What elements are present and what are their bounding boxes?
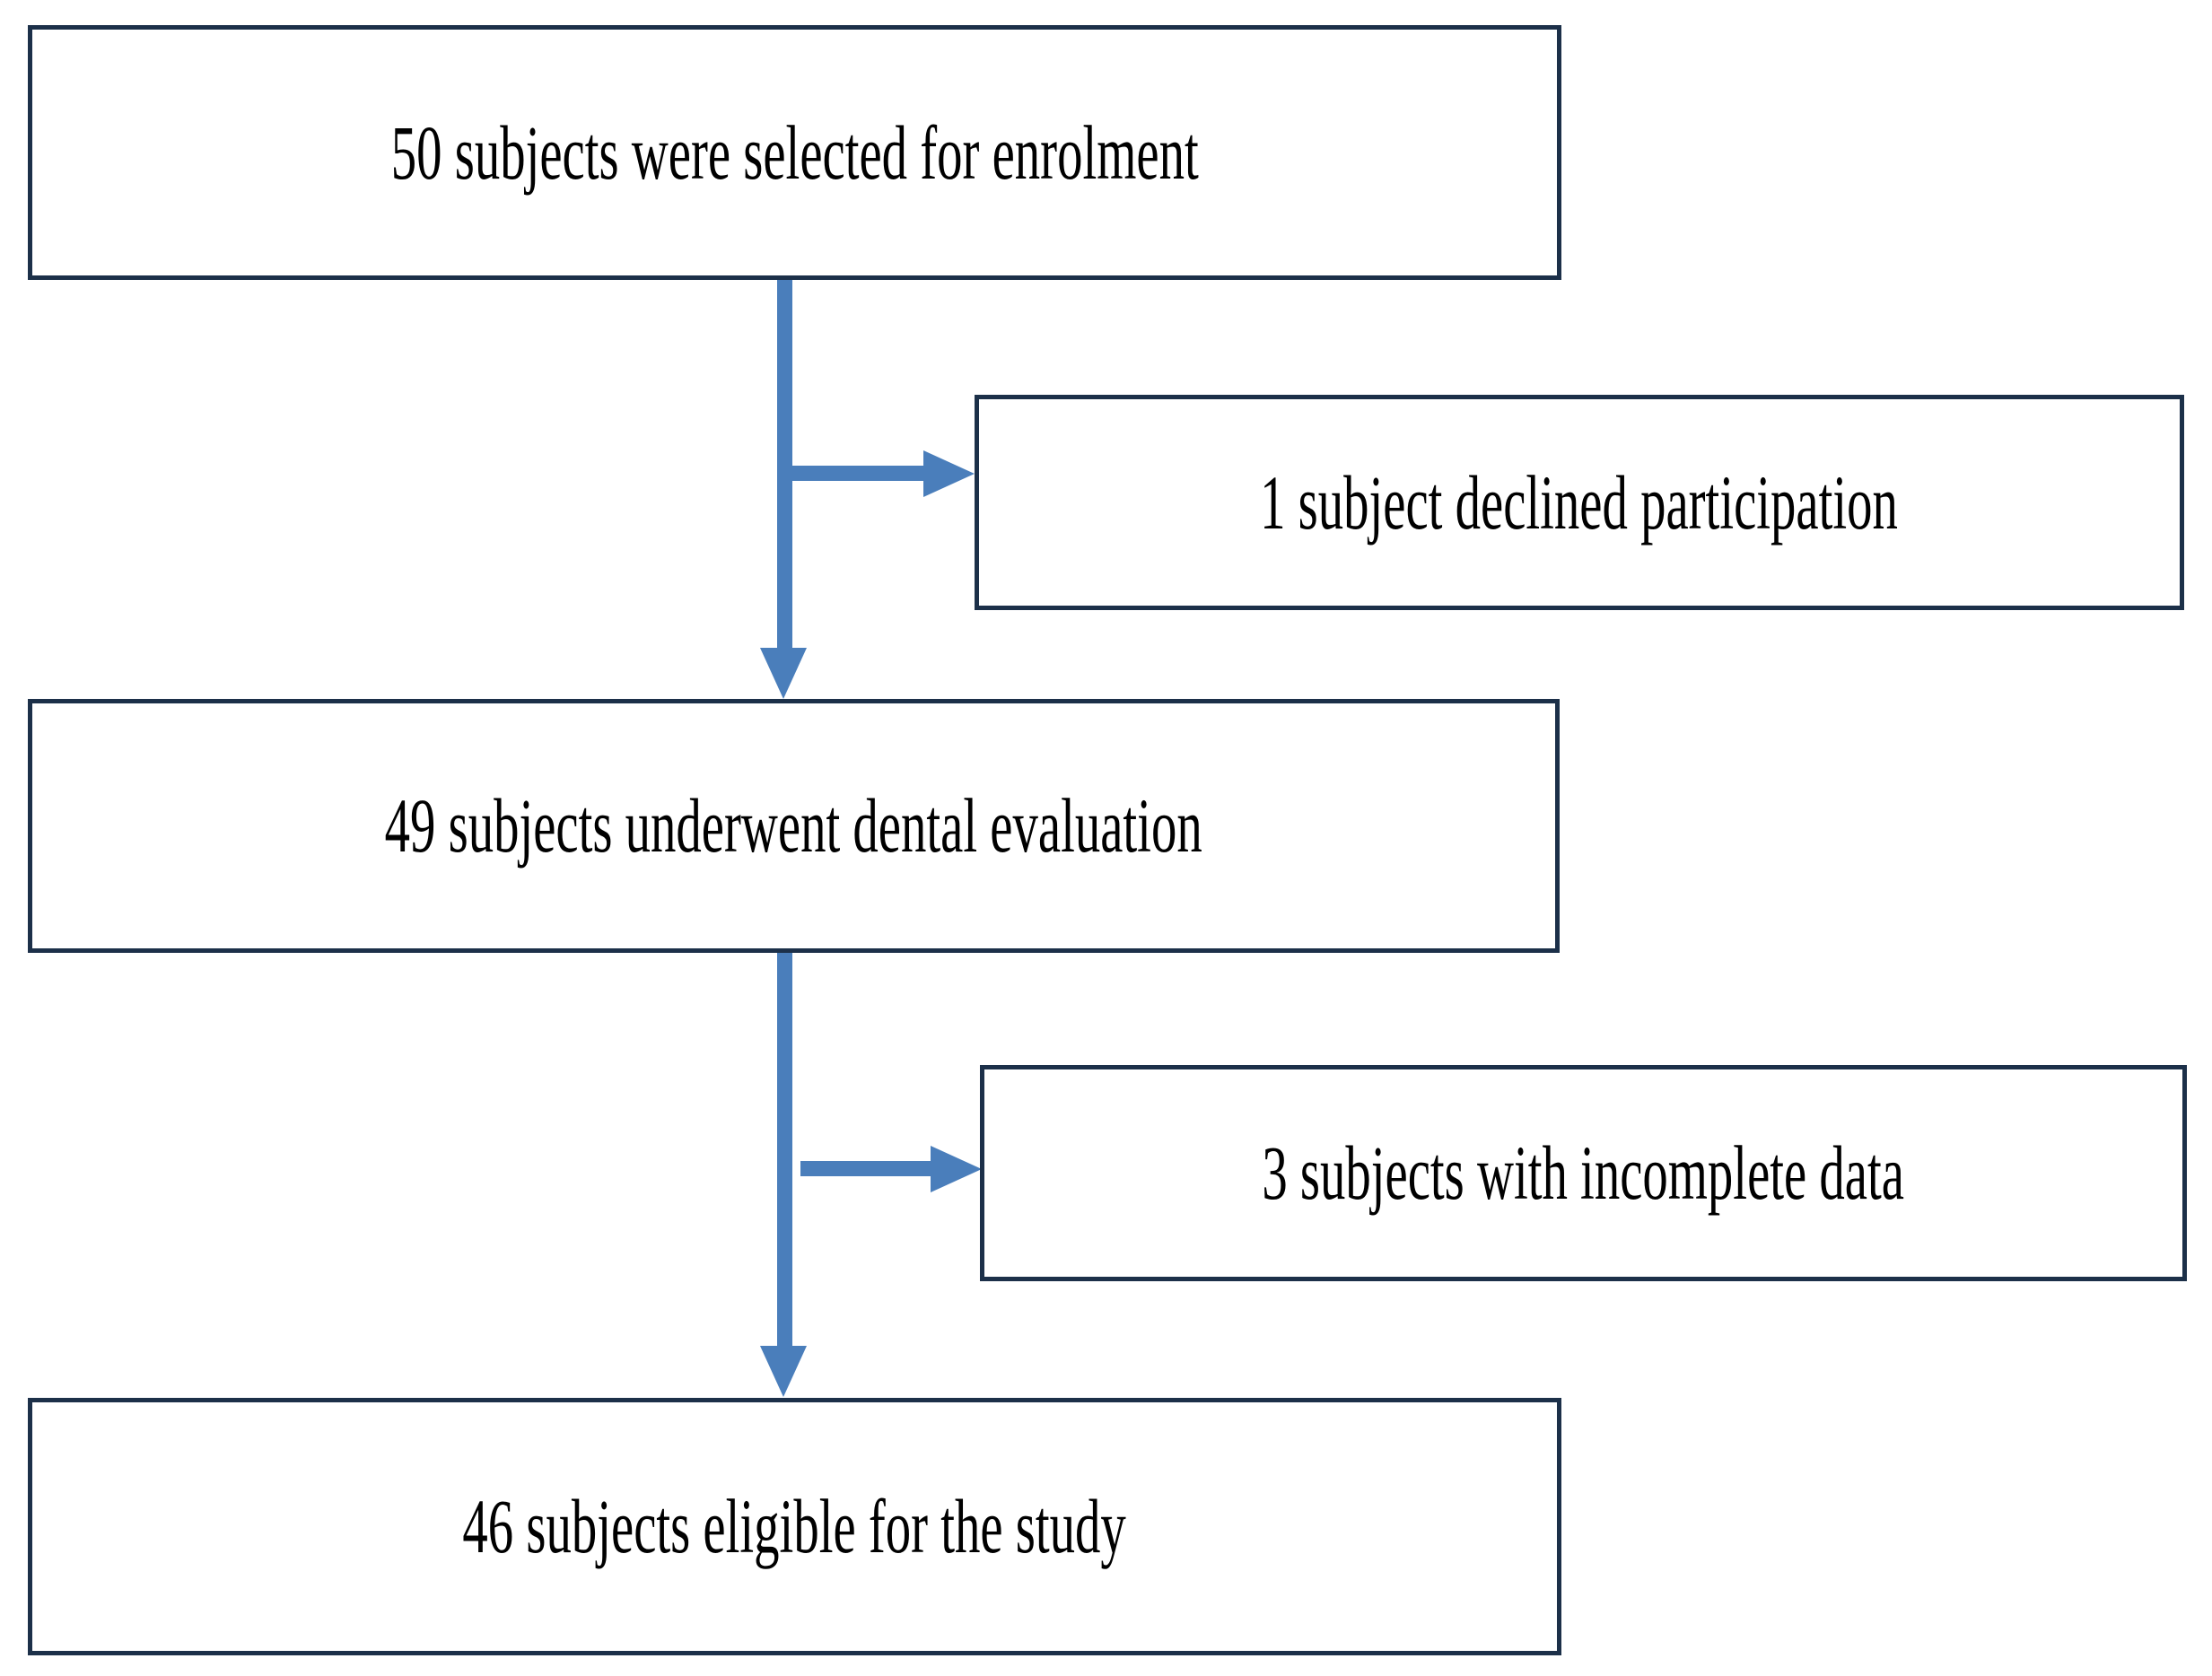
- flow-node-evaluation: 49 subjects underwent dental evaluation: [28, 699, 1560, 953]
- arrowhead-right-to-incomplete: [931, 1146, 982, 1192]
- flow-node-eligible: 46 subjects eligible for the study: [28, 1398, 1561, 1655]
- flow-node-declined-label: 1 subject declined participation: [1260, 458, 1899, 546]
- arrowhead-down-to-evaluation: [760, 648, 807, 699]
- flow-node-incomplete: 3 subjects with incomplete data: [980, 1065, 2187, 1281]
- connector-evaluation-to-incomplete: [800, 1161, 933, 1176]
- connector-enrolment-to-evaluation: [777, 280, 792, 650]
- flow-node-declined: 1 subject declined participation: [975, 395, 2184, 610]
- flow-node-eligible-label: 46 subjects eligible for the study: [462, 1483, 1127, 1570]
- flow-node-enrolment-label: 50 subjects were selected for enrolment: [390, 109, 1199, 196]
- connector-enrolment-to-declined: [777, 466, 925, 481]
- connector-evaluation-to-eligible: [777, 953, 792, 1348]
- arrowhead-down-to-eligible: [760, 1346, 807, 1397]
- flow-node-evaluation-label: 49 subjects underwent dental evaluation: [384, 782, 1203, 869]
- arrowhead-right-to-declined: [923, 450, 975, 497]
- flow-node-enrolment: 50 subjects were selected for enrolment: [28, 25, 1561, 280]
- flow-node-incomplete-label: 3 subjects with incomplete data: [1262, 1130, 1905, 1217]
